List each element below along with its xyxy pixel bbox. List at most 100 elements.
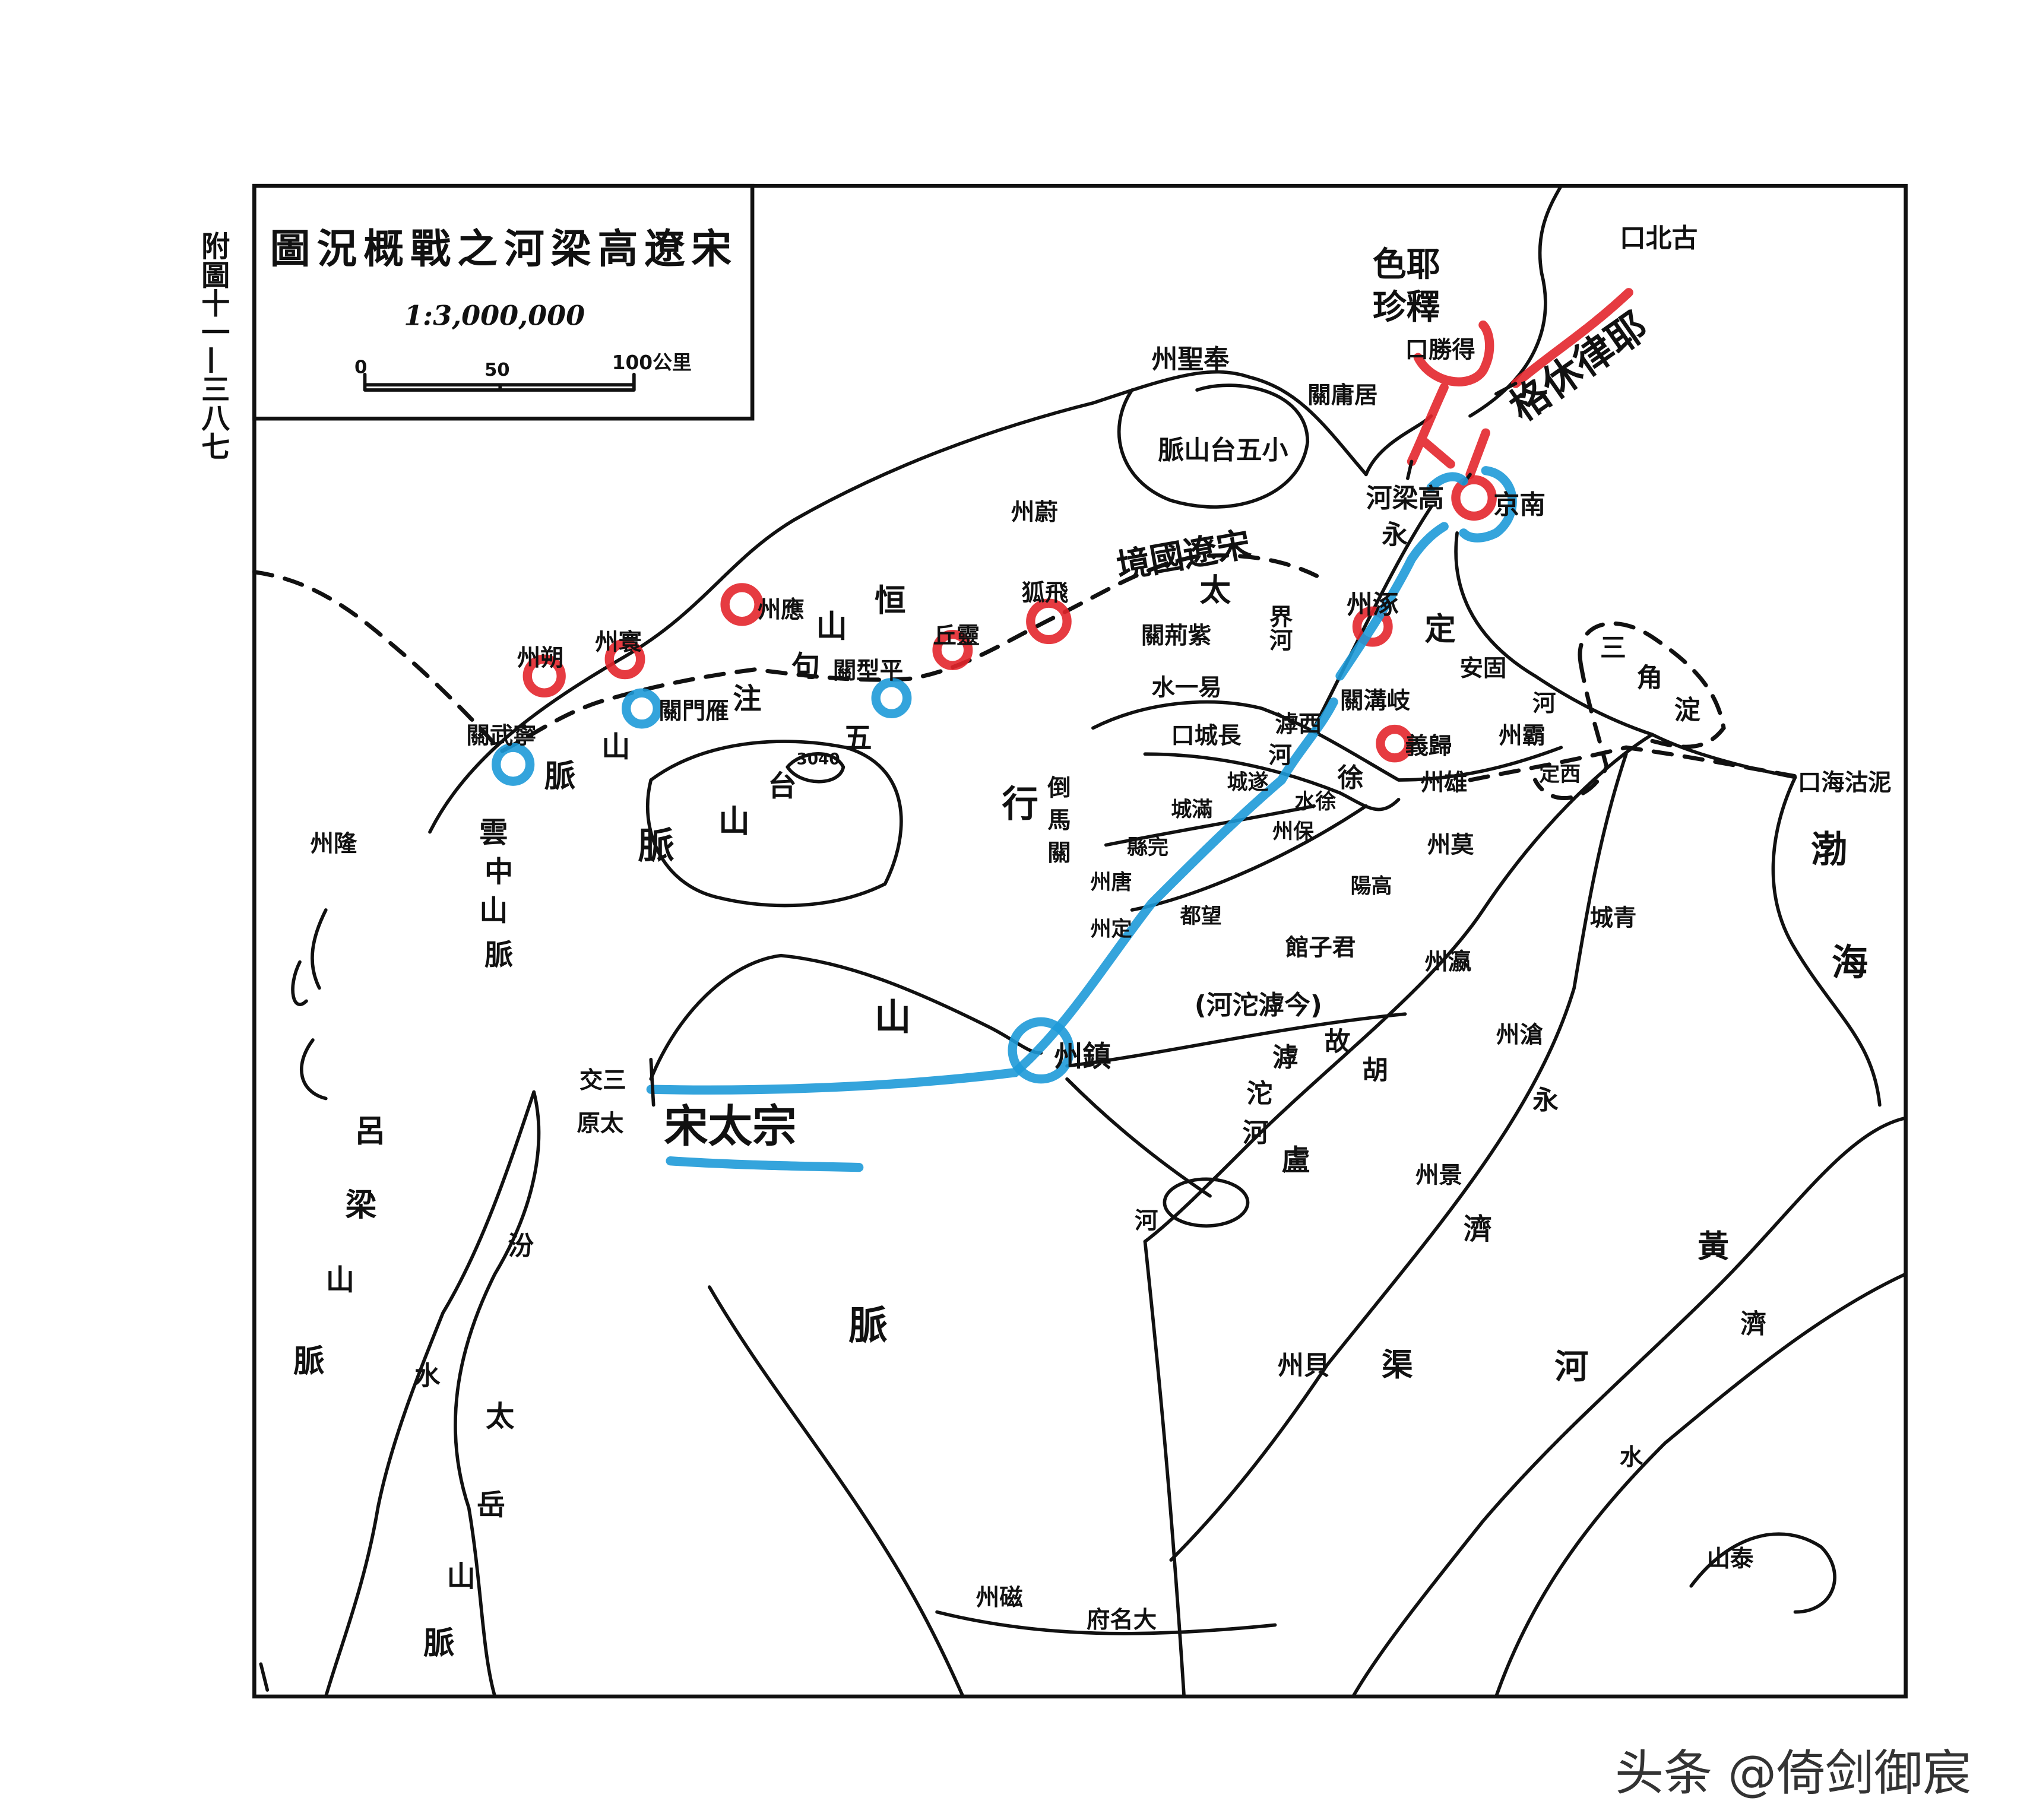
place-label: 州景 xyxy=(1415,1162,1462,1189)
red-arrow-yelvxiuge xyxy=(1510,288,1633,388)
side-caption: 附圖十一—三八七 xyxy=(196,232,230,460)
place-label: 脈 xyxy=(484,938,513,972)
scale-ratio: 1:3,000,000 xyxy=(404,300,585,332)
place-label: 州貝 xyxy=(1278,1350,1330,1381)
place-label: 脈 xyxy=(423,1625,455,1662)
red-circle-lingqiu xyxy=(932,630,973,670)
place-label: 渠 xyxy=(1382,1347,1413,1383)
liao-annotations xyxy=(522,288,1633,763)
blue-arc-nanjing xyxy=(1426,466,1517,543)
place-label: 山 xyxy=(446,1560,475,1593)
place-label: 義歸 xyxy=(1405,733,1452,760)
place-label: 山 xyxy=(718,804,750,840)
map-frame xyxy=(252,183,1908,1699)
blue-circle-zhenzhou xyxy=(1008,1017,1075,1084)
place-label: 永 xyxy=(1382,519,1408,550)
place-label: 口城長 xyxy=(1171,722,1242,750)
place-label: 州涿 xyxy=(1347,590,1399,620)
place-label: 恒 xyxy=(875,582,906,619)
place-label: (河沱滹今) xyxy=(1195,990,1322,1020)
place-label: 關型平 xyxy=(833,657,903,684)
place-label: 角 xyxy=(1636,662,1662,693)
place-label: 州保 xyxy=(1272,820,1315,844)
place-label: 注 xyxy=(733,683,761,716)
place-label: 河 xyxy=(1269,742,1292,769)
place-label: 行 xyxy=(1002,783,1038,825)
place-label: 口海沽泥 xyxy=(1798,769,1892,797)
blue-circle-ningwuguan xyxy=(492,743,535,786)
scale-tick-100: 100公里 xyxy=(612,351,692,374)
elevation-mark: 3040 xyxy=(797,751,840,769)
place-label: 州瀛 xyxy=(1424,949,1471,976)
place-label: 山 xyxy=(875,996,911,1038)
place-label: 水一易 xyxy=(1151,674,1221,702)
place-label: 定西 xyxy=(1539,762,1581,787)
place-label: 河 xyxy=(1135,1207,1158,1235)
place-label: 山 xyxy=(479,895,508,928)
place-label: 水徐 xyxy=(1294,789,1336,814)
scale-tick-0: 0 xyxy=(354,357,367,378)
song-liao-border xyxy=(252,553,1319,754)
place-label: 滹 xyxy=(1272,1042,1299,1073)
place-label: 太 xyxy=(486,1400,515,1433)
place-label: 水 xyxy=(1620,1444,1643,1471)
place-label: 州磁 xyxy=(976,1584,1023,1612)
place-label: 陽高 xyxy=(1351,874,1392,899)
red-circle-guiyi xyxy=(1376,724,1414,763)
watermark: 头条 @倚剑御宸 xyxy=(1615,1745,1972,1802)
place-label: 水 xyxy=(414,1361,441,1391)
place-label: 州霸 xyxy=(1499,722,1546,750)
song-advance-route xyxy=(646,522,1449,1095)
place-label: 宋太宗 xyxy=(664,1101,796,1152)
place-label: 汾 xyxy=(508,1231,534,1261)
place-label: 滹西 xyxy=(1275,711,1322,738)
place-label: 山泰 xyxy=(1707,1545,1754,1572)
place-label: 呂 xyxy=(354,1113,386,1149)
place-label: 山 xyxy=(601,731,630,764)
place-label: 山 xyxy=(816,608,847,645)
place-label: 關荊紫 xyxy=(1141,622,1211,649)
place-label: 濟 xyxy=(1464,1213,1492,1246)
place-label: 定 xyxy=(1424,611,1456,647)
place-label: 河 xyxy=(1554,1347,1588,1386)
place-label: 州定 xyxy=(1091,917,1132,941)
red-route-deshengkou xyxy=(1407,320,1494,480)
place-label: 境國遼宋 xyxy=(1114,525,1254,587)
place-label: 館子君 xyxy=(1285,934,1356,962)
place-label: 州唐 xyxy=(1091,870,1132,895)
place-label: 句 xyxy=(791,650,820,683)
place-label: 安固 xyxy=(1459,655,1506,682)
place-label: 都望 xyxy=(1180,904,1222,928)
place-label: 關門雁 xyxy=(658,697,729,725)
place-label: 色耶 xyxy=(1373,245,1440,284)
place-label: 河 xyxy=(1532,690,1556,717)
blue-circle-pingxingguan xyxy=(871,678,912,718)
place-label: 州鎮 xyxy=(1054,1040,1111,1073)
place-label: 脈山台五小 xyxy=(1158,435,1288,465)
place-label: 永 xyxy=(1532,1085,1559,1115)
place-label: 五 xyxy=(843,721,872,754)
place-label: 關庸居 xyxy=(1307,382,1377,409)
place-label: 沱 xyxy=(1246,1079,1272,1109)
place-label: 界河 xyxy=(1265,604,1293,651)
place-label: 倒 xyxy=(1047,774,1071,801)
song-taizong-underline xyxy=(666,1156,864,1172)
place-label: 河梁高 xyxy=(1366,483,1444,513)
place-label: 州雄 xyxy=(1421,769,1468,797)
place-label: 脈 xyxy=(544,758,576,794)
place-label: 狐飛 xyxy=(1021,579,1068,607)
title-box xyxy=(252,183,755,421)
place-label: 交三 xyxy=(579,1067,626,1094)
place-label: 州滄 xyxy=(1496,1021,1543,1048)
place-label: 渤 xyxy=(1811,829,1847,871)
place-label: 黃 xyxy=(1698,1229,1729,1265)
place-label: 盧 xyxy=(1281,1144,1310,1177)
red-circle-yingzhou xyxy=(720,583,764,626)
red-circle-huanzhou xyxy=(604,639,645,680)
place-label: 故 xyxy=(1325,1027,1351,1057)
place-label: 雲 xyxy=(479,816,508,849)
place-label: 濟 xyxy=(1741,1309,1767,1339)
song-annotations xyxy=(492,466,1517,1172)
place-label: 城滿 xyxy=(1171,797,1212,822)
terrain-lines xyxy=(259,184,1908,1698)
